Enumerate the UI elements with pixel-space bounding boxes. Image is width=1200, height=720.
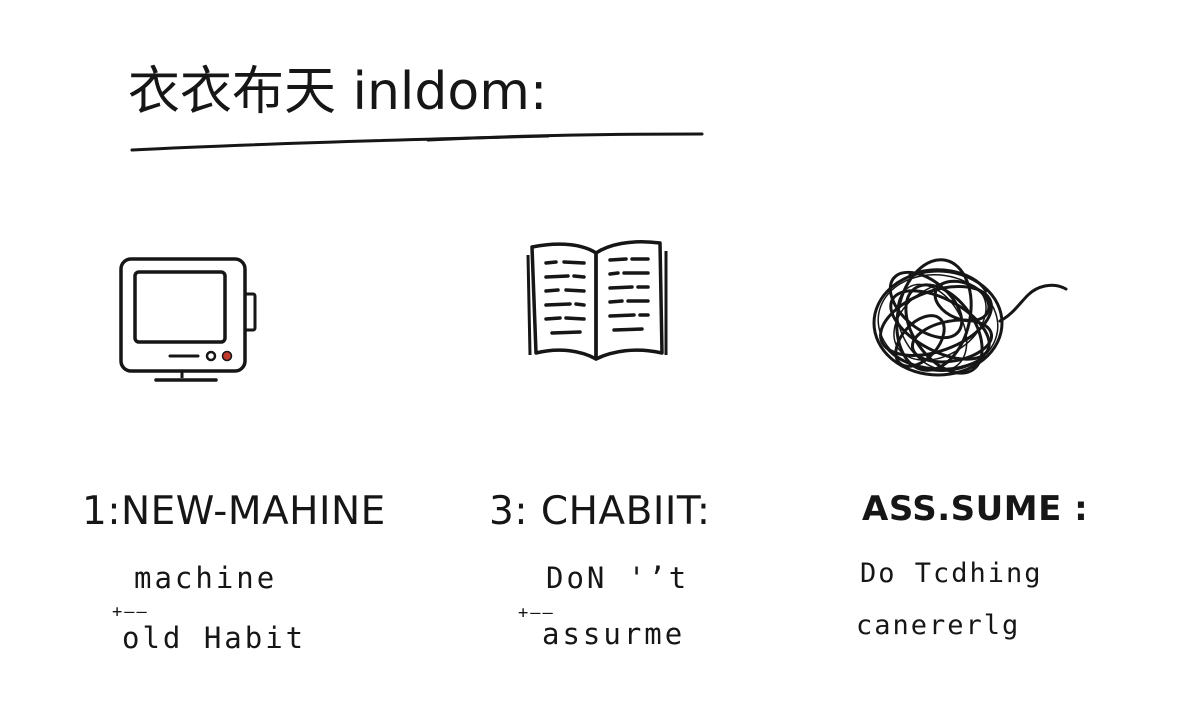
column-3-note-line-1: Do Tcdhing <box>860 558 1043 589</box>
column-2-note-line-2: +–– <box>518 603 555 623</box>
computer-monitor-icon <box>119 257 257 382</box>
column-1-note-line-2: +–– <box>112 602 149 622</box>
column-2-note-line-3: assurme <box>542 617 686 651</box>
column-1-note-line-1: machine <box>134 561 278 595</box>
tangled-yarn-icon <box>872 258 1068 377</box>
column-3-note-line-2: canererlg <box>856 610 1021 641</box>
page-title: 衣衣布天 inldom: <box>128 62 548 122</box>
column-heading-assume: ASS.SUME : <box>862 489 1089 529</box>
title-underline <box>130 132 704 152</box>
open-book-icon <box>526 239 668 361</box>
column-heading-chabit: 3: CHABIIT: <box>489 489 711 534</box>
column-heading-new-machine: 1:NEW-MAHINE <box>82 489 386 534</box>
column-1-note-line-3: old Habit <box>122 621 307 655</box>
column-2-note-line-1: DoN '’t <box>546 561 690 595</box>
